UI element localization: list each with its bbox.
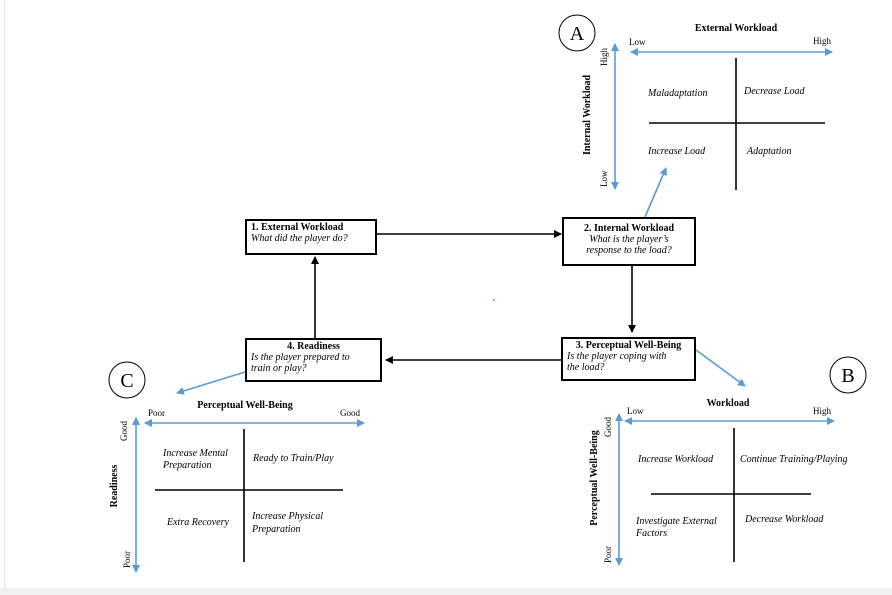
quadrant-c-bottom-left: Extra Recovery	[166, 517, 229, 528]
quadrant-b-bottom-right: Decrease Workload	[744, 514, 824, 525]
box-external-workload: 1. External Workload What did the player…	[245, 219, 377, 255]
box-readiness-question-line1: Is the player prepared to	[251, 352, 350, 363]
quadrant-c-x-title: Perceptual Well-Being	[197, 400, 292, 411]
box-internal-workload-question-line1: What is the player’s	[589, 234, 669, 245]
quadrant-c-top-left-line1: Increase Mental	[162, 448, 228, 459]
quadrant-c-top-right: Ready to Train/Play	[252, 453, 334, 464]
quadrant-b-top-right: Continue Training/Playing	[740, 454, 848, 465]
quadrant-c-top-left-line2: Preparation	[162, 460, 212, 471]
center-speck	[493, 299, 495, 301]
quadrant-c-y-title: Readiness	[109, 465, 120, 508]
quadrant-c-y-good: Good	[119, 421, 129, 441]
box-perceptual-well-being: 3. Perceptual Well-Being Is the player c…	[561, 337, 696, 381]
quadrant-b-y-good: Good	[603, 417, 613, 437]
quadrant-a: A External Workload Low High High Low In…	[558, 14, 833, 190]
quadrant-b-bottom-left-line1: Investigate External	[635, 516, 717, 527]
quadrant-a-bottom-right: Adaptation	[746, 146, 791, 157]
page-bottom-strip	[0, 588, 892, 595]
quadrant-b: B Workload Low High Good Poor Perceptual…	[589, 356, 867, 566]
box-internal-workload: 2. Internal Workload What is the player’…	[562, 217, 696, 266]
quadrant-a-bottom-left: Increase Load	[647, 146, 706, 157]
box-readiness-question-line2: train or play?	[251, 363, 307, 374]
quadrant-b-top-left: Increase Workload	[637, 454, 714, 465]
box-perceptual-well-being-question-line2: the load?	[567, 362, 605, 373]
box-perceptual-well-being-question-line1: Is the player coping with	[567, 351, 667, 362]
arrow-box4-to-quadrant-c	[176, 371, 246, 395]
page-left-rule	[4, 0, 5, 588]
quadrant-a-x-title: External Workload	[695, 23, 778, 34]
quadrant-b-label: B	[841, 365, 854, 387]
quadrant-c-label-circle	[108, 361, 146, 399]
quadrant-b-y-title: Perceptual Well-Being	[589, 430, 600, 525]
quadrant-b-bottom-left-line2: Factors	[635, 528, 667, 539]
quadrant-c: C Perceptual Well-Being Poor Good Good P…	[108, 361, 365, 573]
quadrant-a-label: A	[570, 23, 585, 45]
quadrant-b-x-title: Workload	[707, 398, 750, 409]
quadrant-b-x-low: Low	[627, 406, 644, 416]
quadrant-a-y-low: Low	[599, 170, 609, 187]
box-internal-workload-title: 2. Internal Workload	[583, 223, 675, 234]
quadrant-b-y-poor: Poor	[603, 546, 613, 563]
box-internal-workload-question-line2: response to the load?	[586, 245, 672, 256]
quadrant-c-x-poor: Poor	[148, 408, 165, 418]
quadrant-a-x-low: Low	[629, 37, 646, 47]
quadrant-a-label-circle	[558, 14, 596, 52]
quadrant-c-bottom-right-line2: Preparation	[251, 524, 301, 535]
box-perceptual-well-being-title: 3. Perceptual Well-Being	[575, 340, 682, 351]
quadrant-a-top-left: Maladaptation	[647, 88, 707, 99]
box-external-workload-question: What did the player do?	[251, 233, 348, 244]
quadrant-b-x-high: High	[813, 406, 832, 416]
quadrant-b-label-circle	[829, 356, 867, 394]
quadrant-c-x-good: Good	[340, 408, 360, 418]
quadrant-a-y-title: Internal Workload	[582, 75, 593, 156]
box-readiness: 4. Readiness Is the player prepared to t…	[245, 338, 382, 382]
quadrant-a-y-high: High	[599, 48, 609, 67]
box-external-workload-title: 1. External Workload	[251, 222, 344, 233]
arrow-box3-to-quadrant-b	[695, 349, 746, 387]
quadrant-c-bottom-right-line1: Increase Physical	[251, 511, 323, 522]
quadrant-c-y-poor: Poor	[122, 551, 132, 568]
quadrant-c-label: C	[120, 370, 133, 392]
box-readiness-title: 4. Readiness	[287, 341, 340, 352]
arrow-box2-to-quadrant-a	[644, 167, 667, 218]
quadrant-a-x-high: High	[813, 36, 832, 46]
quadrant-a-top-right: Decrease Load	[743, 86, 805, 97]
